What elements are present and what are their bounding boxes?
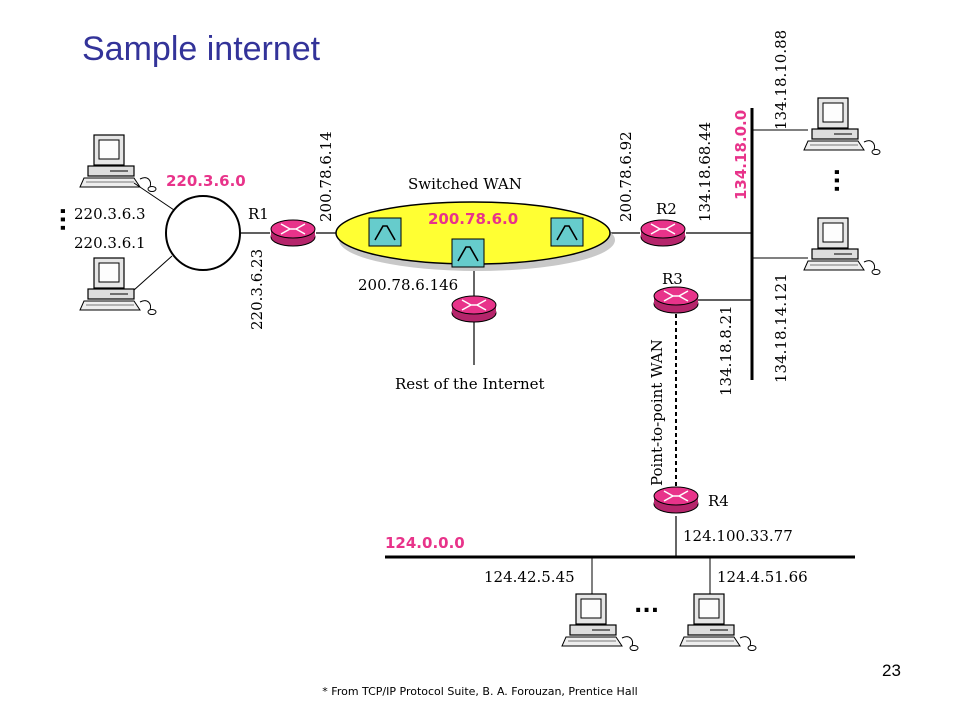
- eth-host-top-address: 134.18.10.88: [772, 30, 790, 130]
- lan4-host-left-address: 124.42.5.45: [484, 568, 575, 586]
- router-r3-label: R3: [662, 270, 683, 288]
- lan4-ellipsis: ...: [634, 593, 659, 618]
- router-r1-icon: [270, 219, 316, 247]
- r2-eth-address: 134.18.68.44: [696, 122, 714, 222]
- r1-wan-address: 200.78.6.14: [317, 131, 335, 222]
- lan1-ring: [165, 195, 241, 271]
- switch-icon: [550, 217, 584, 247]
- router-r2-label: R2: [656, 200, 677, 218]
- r2-wan-address: 200.78.6.92: [617, 131, 635, 222]
- router-r1-label: R1: [248, 205, 269, 223]
- wan-rest-address: 200.78.6.146: [358, 276, 458, 294]
- router-r3-icon: [653, 286, 699, 314]
- host-b-address: 220.3.6.1: [74, 234, 146, 252]
- wan-network-label: 200.78.6.0: [428, 210, 518, 228]
- switch-icon: [368, 217, 402, 247]
- host-a-address: 220.3.6.3: [74, 205, 146, 223]
- lan4-network-label: 124.0.0.0: [385, 534, 465, 552]
- router-r4-icon: [653, 486, 699, 514]
- computer-icon: [803, 97, 881, 156]
- point-to-point-wan-label: Point-to-point WAN: [648, 339, 666, 486]
- router-r4-label: R4: [708, 492, 729, 510]
- eth-host-bottom-address: 134.18.14.121: [772, 273, 790, 383]
- ethernet-network-label: 134.18.0.0: [732, 110, 750, 200]
- rest-of-internet-label: Rest of the Internet: [395, 375, 545, 393]
- slide-title: Sample internet: [82, 30, 321, 68]
- router-rest-icon: [451, 295, 497, 323]
- page-number: 23: [882, 661, 901, 680]
- lan1-network-label: 220.3.6.0: [166, 172, 246, 190]
- computer-icon: [79, 134, 157, 193]
- lan4-host-right-address: 124.4.51.66: [717, 568, 808, 586]
- footnote: * From TCP/IP Protocol Suite, B. A. Foro…: [322, 685, 638, 698]
- r1-lan-address: 220.3.6.23: [248, 249, 266, 330]
- r4-lan-address: 124.100.33.77: [683, 527, 793, 545]
- switch-icon: [451, 238, 485, 268]
- computer-icon: [803, 217, 881, 276]
- computer-icon: [561, 593, 639, 652]
- r3-eth-address: 134.18.8.21: [717, 305, 735, 396]
- computer-icon: [679, 593, 757, 652]
- ethernet-ellipsis: ...: [820, 168, 845, 193]
- router-r2-icon: [640, 219, 686, 247]
- computer-icon: [79, 257, 157, 316]
- lan1-ellipsis: ...: [46, 207, 71, 232]
- switched-wan-label: Switched WAN: [408, 175, 522, 193]
